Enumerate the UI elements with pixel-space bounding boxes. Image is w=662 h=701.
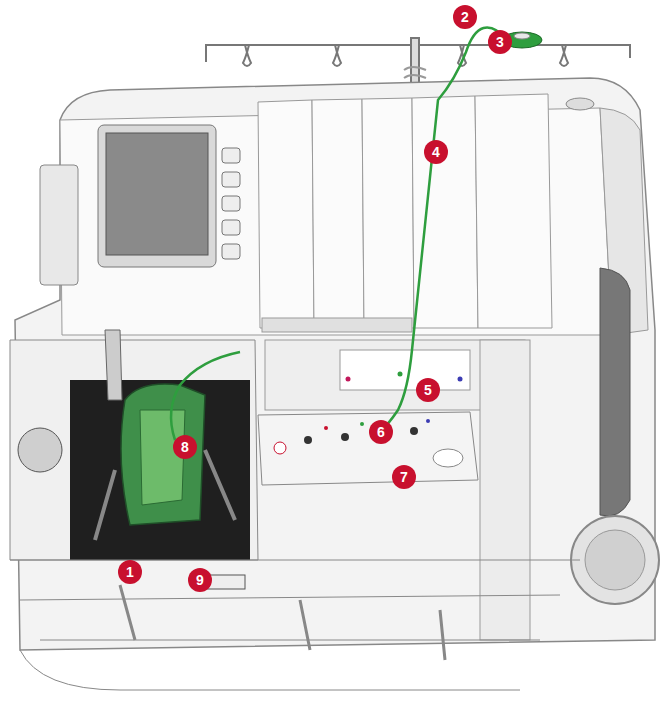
cover-edge [262, 318, 412, 332]
button [222, 148, 240, 163]
looper-cavity [70, 380, 250, 560]
looper-arm [95, 450, 235, 540]
callout-number: 4 [424, 140, 448, 164]
thread-cover [475, 94, 552, 328]
callout-number: 2 [453, 5, 477, 29]
thread-guide-hook [560, 45, 568, 66]
handwheel [571, 516, 659, 604]
color-dot [360, 422, 364, 426]
thread [171, 28, 542, 441]
top-knob [566, 98, 594, 110]
round-button [433, 449, 463, 467]
base-bar [120, 585, 445, 660]
spool-top [514, 33, 530, 39]
callout-number: 9 [188, 568, 212, 592]
color-dot [458, 377, 463, 382]
button [222, 220, 240, 235]
thread-cover [312, 99, 364, 328]
thread-path [171, 352, 240, 440]
color-dot [398, 372, 403, 377]
screen-frame [98, 125, 216, 267]
machine-body [15, 78, 655, 650]
callout-number: 8 [173, 435, 197, 459]
thread-path [378, 28, 508, 435]
looper-opening [10, 340, 258, 560]
looper-area [10, 330, 258, 589]
threading-panel [258, 412, 478, 485]
pole-break [404, 67, 426, 78]
callout-number: 7 [392, 465, 416, 489]
color-dot [346, 377, 351, 382]
gear [18, 428, 62, 472]
screen [106, 133, 208, 255]
thread-hole [341, 433, 349, 441]
needle-bar [105, 330, 122, 400]
callout-number: 6 [369, 420, 393, 444]
thread-hole [410, 427, 418, 435]
thread-cover [412, 96, 478, 328]
port [274, 442, 286, 454]
handwheel-hub [585, 530, 645, 590]
side-lever [40, 165, 78, 285]
thread-cover [258, 100, 314, 328]
button [222, 244, 240, 259]
mid-section [258, 268, 659, 640]
thread-guide-hook [243, 45, 251, 66]
thread-guide-hook [333, 45, 341, 66]
thread-cover [362, 98, 414, 328]
button [222, 172, 240, 187]
callout-number: 5 [416, 378, 440, 402]
side-grip [600, 268, 630, 516]
color-dot [426, 419, 430, 423]
body-outline [15, 78, 655, 650]
guide-plate [340, 350, 470, 390]
looper-mechanism [121, 384, 205, 525]
callout-number: 1 [118, 560, 142, 584]
color-dot [324, 426, 328, 430]
button [222, 196, 240, 211]
callout-number: 3 [488, 30, 512, 54]
base [10, 560, 580, 690]
base-edge [20, 650, 520, 690]
base-line [10, 560, 580, 640]
thread-hole [304, 436, 312, 444]
